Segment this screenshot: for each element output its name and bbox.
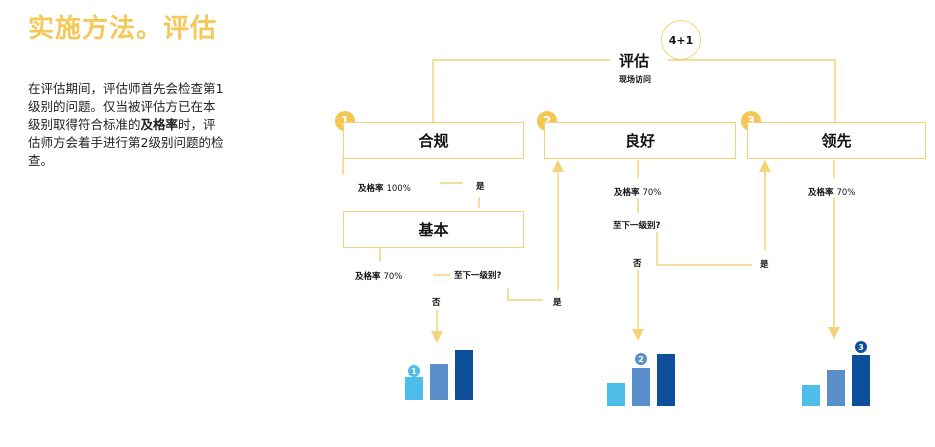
bar-group-3-bar-1 [802,385,820,406]
model-badge: 4+1 [661,20,701,60]
basic-pass-rate-label: 及格率 70% [355,272,403,282]
level-2-box: 良好 [544,122,736,159]
pass-rate-100-label: 及格率 100% [358,184,411,194]
level-1-label: 合规 [418,132,449,150]
bar-group-2-bar-2 [632,368,650,406]
bar-group-1-bar-1 [405,377,423,400]
bar-group-1-level-marker: 1 [408,365,420,377]
basic-label: 基本 [418,221,449,239]
root-title: 评估 [619,52,650,70]
basic-no-label: 否 [432,298,441,308]
basic-yes-label: 是 [553,298,562,308]
basic-next-level-label: 至下一级别? [454,271,502,281]
level-1-yes-label: 是 [476,182,485,192]
level-3-pass-rate-label: 及格率 70% [808,188,856,198]
description-part1: 在评估期间，评估师首先会检查第1级别的问题。仅当被评估方已在本级别取得符合标准的 [28,81,224,132]
level-1-box: 合规 [343,122,524,159]
description-bold: 及格率 [140,117,179,132]
level-2-label: 良好 [624,132,655,150]
root-subtitle: 现场访问 [619,75,651,84]
bar-group-3-level-marker: 3 [855,341,867,353]
bar-group-3-bar-3 [852,355,870,406]
level-2-pass-rate-label: 及格率 70% [614,188,662,198]
bar-group-1-bar-3 [455,350,473,400]
description-part2: 时，评估师方会着手进行第2级别问题的检查。 [28,117,224,168]
bar-group-2-bar-3 [657,354,675,406]
bar-group-2-level-marker: 2 [635,353,647,365]
level-2-next-level-label: 至下一级别? [613,221,661,231]
description-text: 在评估期间，评估师首先会检查第1级别的问题。仅当被评估方已在本级别取得符合标准的… [28,80,226,170]
page-title: 实施方法。评估 [28,14,218,44]
level-3-box: 领先 [747,122,926,159]
level-3-label: 领先 [821,132,852,150]
bar-group-3-bar-2 [827,370,845,406]
bar-group-2-bar-1 [607,383,625,406]
basic-box: 基本 [343,211,524,248]
level-2-yes-label: 是 [760,260,769,270]
level-2-no-label: 否 [633,259,642,269]
bar-group-1-bar-2 [430,364,448,400]
